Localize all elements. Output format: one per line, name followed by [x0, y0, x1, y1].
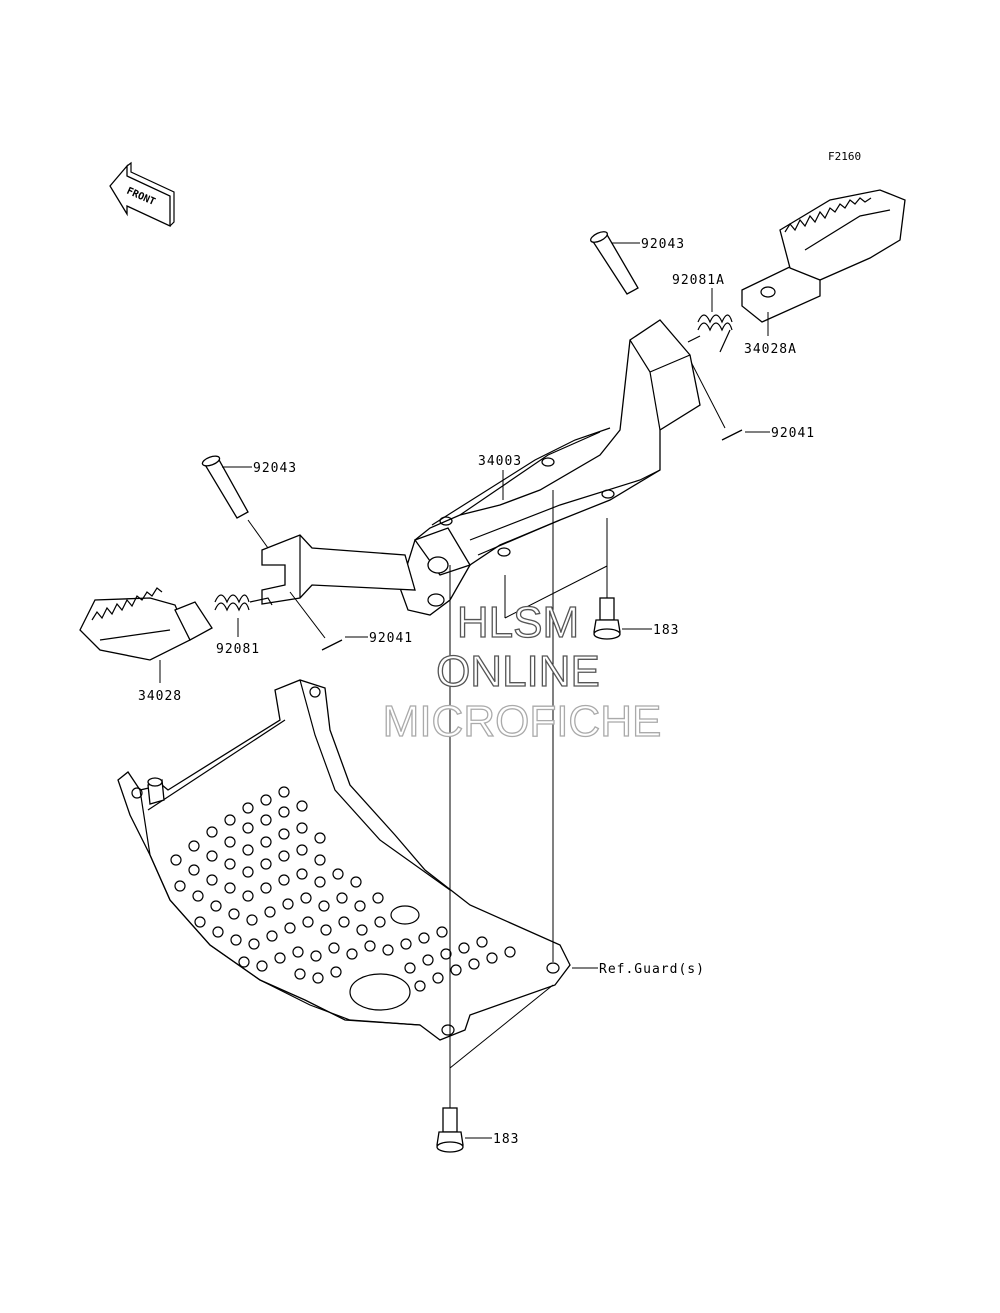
label-34003: 34003 — [478, 454, 522, 469]
cotter-pin-92041-right — [721, 429, 743, 441]
bolt-183-upper — [593, 597, 621, 640]
figure-code: F2160 — [828, 150, 861, 163]
footpeg-34028a — [741, 189, 906, 323]
label-92043-right: 92043 — [641, 237, 685, 252]
assembly-lines — [449, 490, 608, 1108]
bracket-left-arm — [261, 534, 416, 605]
label-92041-left: 92041 — [369, 631, 413, 646]
footpeg-34028 — [79, 587, 213, 661]
label-92081: 92081 — [216, 642, 260, 657]
label-92041-right: 92041 — [771, 426, 815, 441]
watermark-line-1: HLSM — [457, 598, 579, 647]
label-34028a: 34028A — [744, 342, 797, 357]
cotter-pin-92041-left — [321, 639, 343, 651]
label-183-upper: 183 — [653, 623, 679, 638]
label-92043-left: 92043 — [253, 461, 297, 476]
bolt-183-lower — [436, 1107, 464, 1153]
label-92081a: 92081A — [672, 273, 725, 288]
front-arrow-icon: FRONT — [109, 161, 175, 228]
watermark-line-2: ONLINE — [436, 647, 600, 696]
skid-plate-guard — [117, 679, 571, 1041]
label-ref-guard: Ref.Guard(s) — [599, 962, 705, 977]
watermark: HLSM ONLINE MICROFICHE — [382, 597, 662, 746]
label-183-lower: 183 — [493, 1132, 519, 1147]
pin-92043-right — [590, 231, 639, 295]
spring-92081a — [687, 314, 733, 353]
bracket-34003 — [399, 319, 701, 616]
label-34028: 34028 — [138, 689, 182, 704]
watermark-line-3: MICROFICHE — [383, 697, 662, 746]
spring-92081 — [214, 594, 273, 612]
pin-92043-left — [201, 455, 249, 519]
guard-holes — [170, 786, 516, 992]
